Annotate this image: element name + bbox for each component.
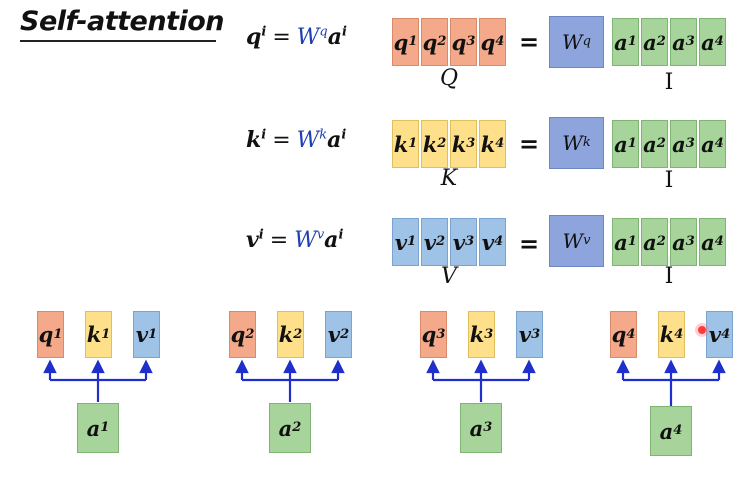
slide-title: Self-attention (20, 6, 225, 37)
equals-sign-k: = (519, 130, 540, 158)
input-label-row-q: I (664, 70, 674, 95)
equation-q: qi=Wqai (246, 24, 347, 50)
equation-k: ki=Wkai (246, 127, 347, 153)
equals-sign-q: = (519, 28, 540, 56)
matrix-label-q: Q (439, 66, 459, 91)
matrix-label-k: K (440, 166, 458, 191)
matrix-label-v: V (441, 264, 457, 289)
laser-pointer-dot (698, 326, 706, 334)
equation-v: vi=Wvai (246, 227, 344, 253)
input-label-row-k: I (664, 168, 674, 193)
title-underline (20, 40, 216, 42)
input-label-row-v: I (664, 264, 674, 289)
equals-sign-v: = (519, 230, 540, 258)
